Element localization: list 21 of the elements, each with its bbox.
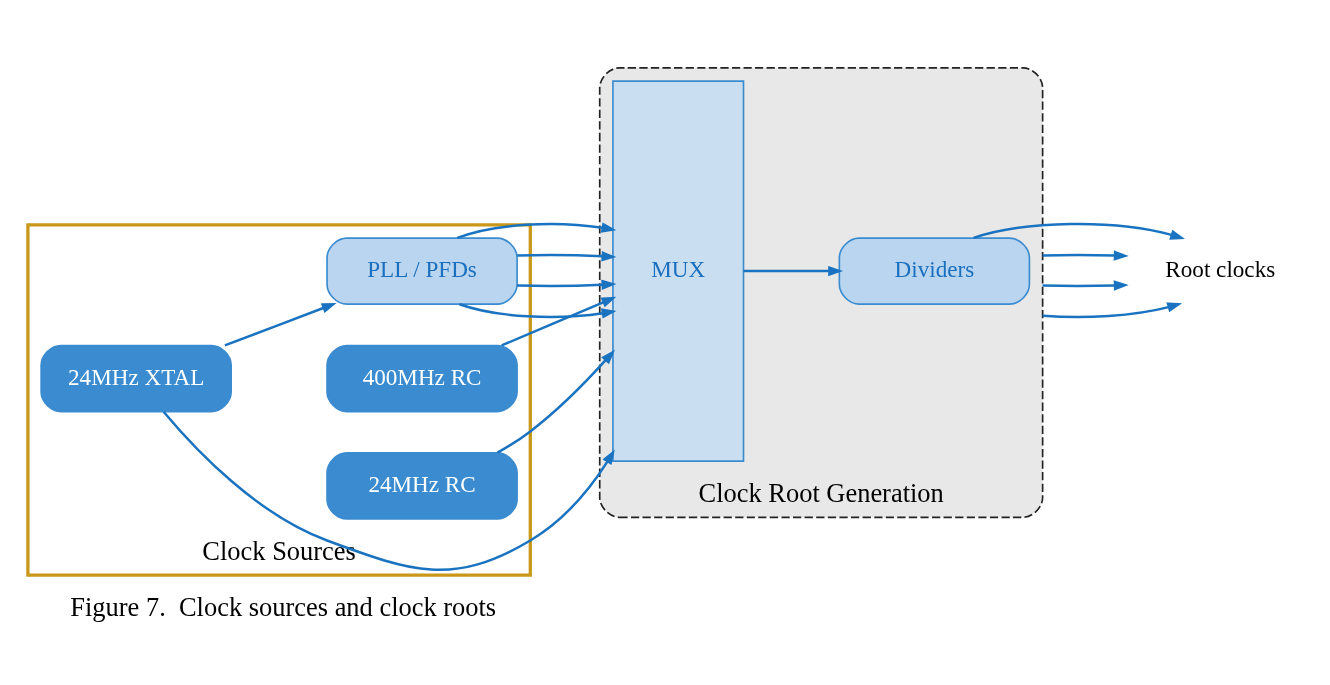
node-box: 24MHz XTAL bbox=[40, 344, 232, 412]
arrow bbox=[501, 296, 617, 347]
node-box: MUX bbox=[612, 79, 745, 462]
arrow bbox=[162, 410, 615, 571]
arrow bbox=[496, 349, 615, 454]
arrow bbox=[1042, 301, 1183, 318]
arrow bbox=[1042, 249, 1129, 261]
arrow bbox=[517, 250, 617, 261]
arrow bbox=[743, 265, 844, 276]
arrow bbox=[459, 302, 617, 319]
node-box: 24MHz RC bbox=[326, 451, 518, 520]
node-box: PLL / PFDs bbox=[326, 236, 518, 305]
caption: Figure 7. Clock sources and clock roots bbox=[70, 591, 497, 622]
arrow bbox=[456, 222, 617, 239]
node-box: Dividers bbox=[838, 236, 1031, 305]
arrow bbox=[517, 279, 617, 290]
node-box: 400MHz RC bbox=[326, 344, 518, 412]
node-text: Root clocks bbox=[1165, 255, 1276, 282]
arrow bbox=[973, 222, 1185, 240]
arrow bbox=[1042, 279, 1129, 291]
arrow bbox=[224, 302, 337, 347]
